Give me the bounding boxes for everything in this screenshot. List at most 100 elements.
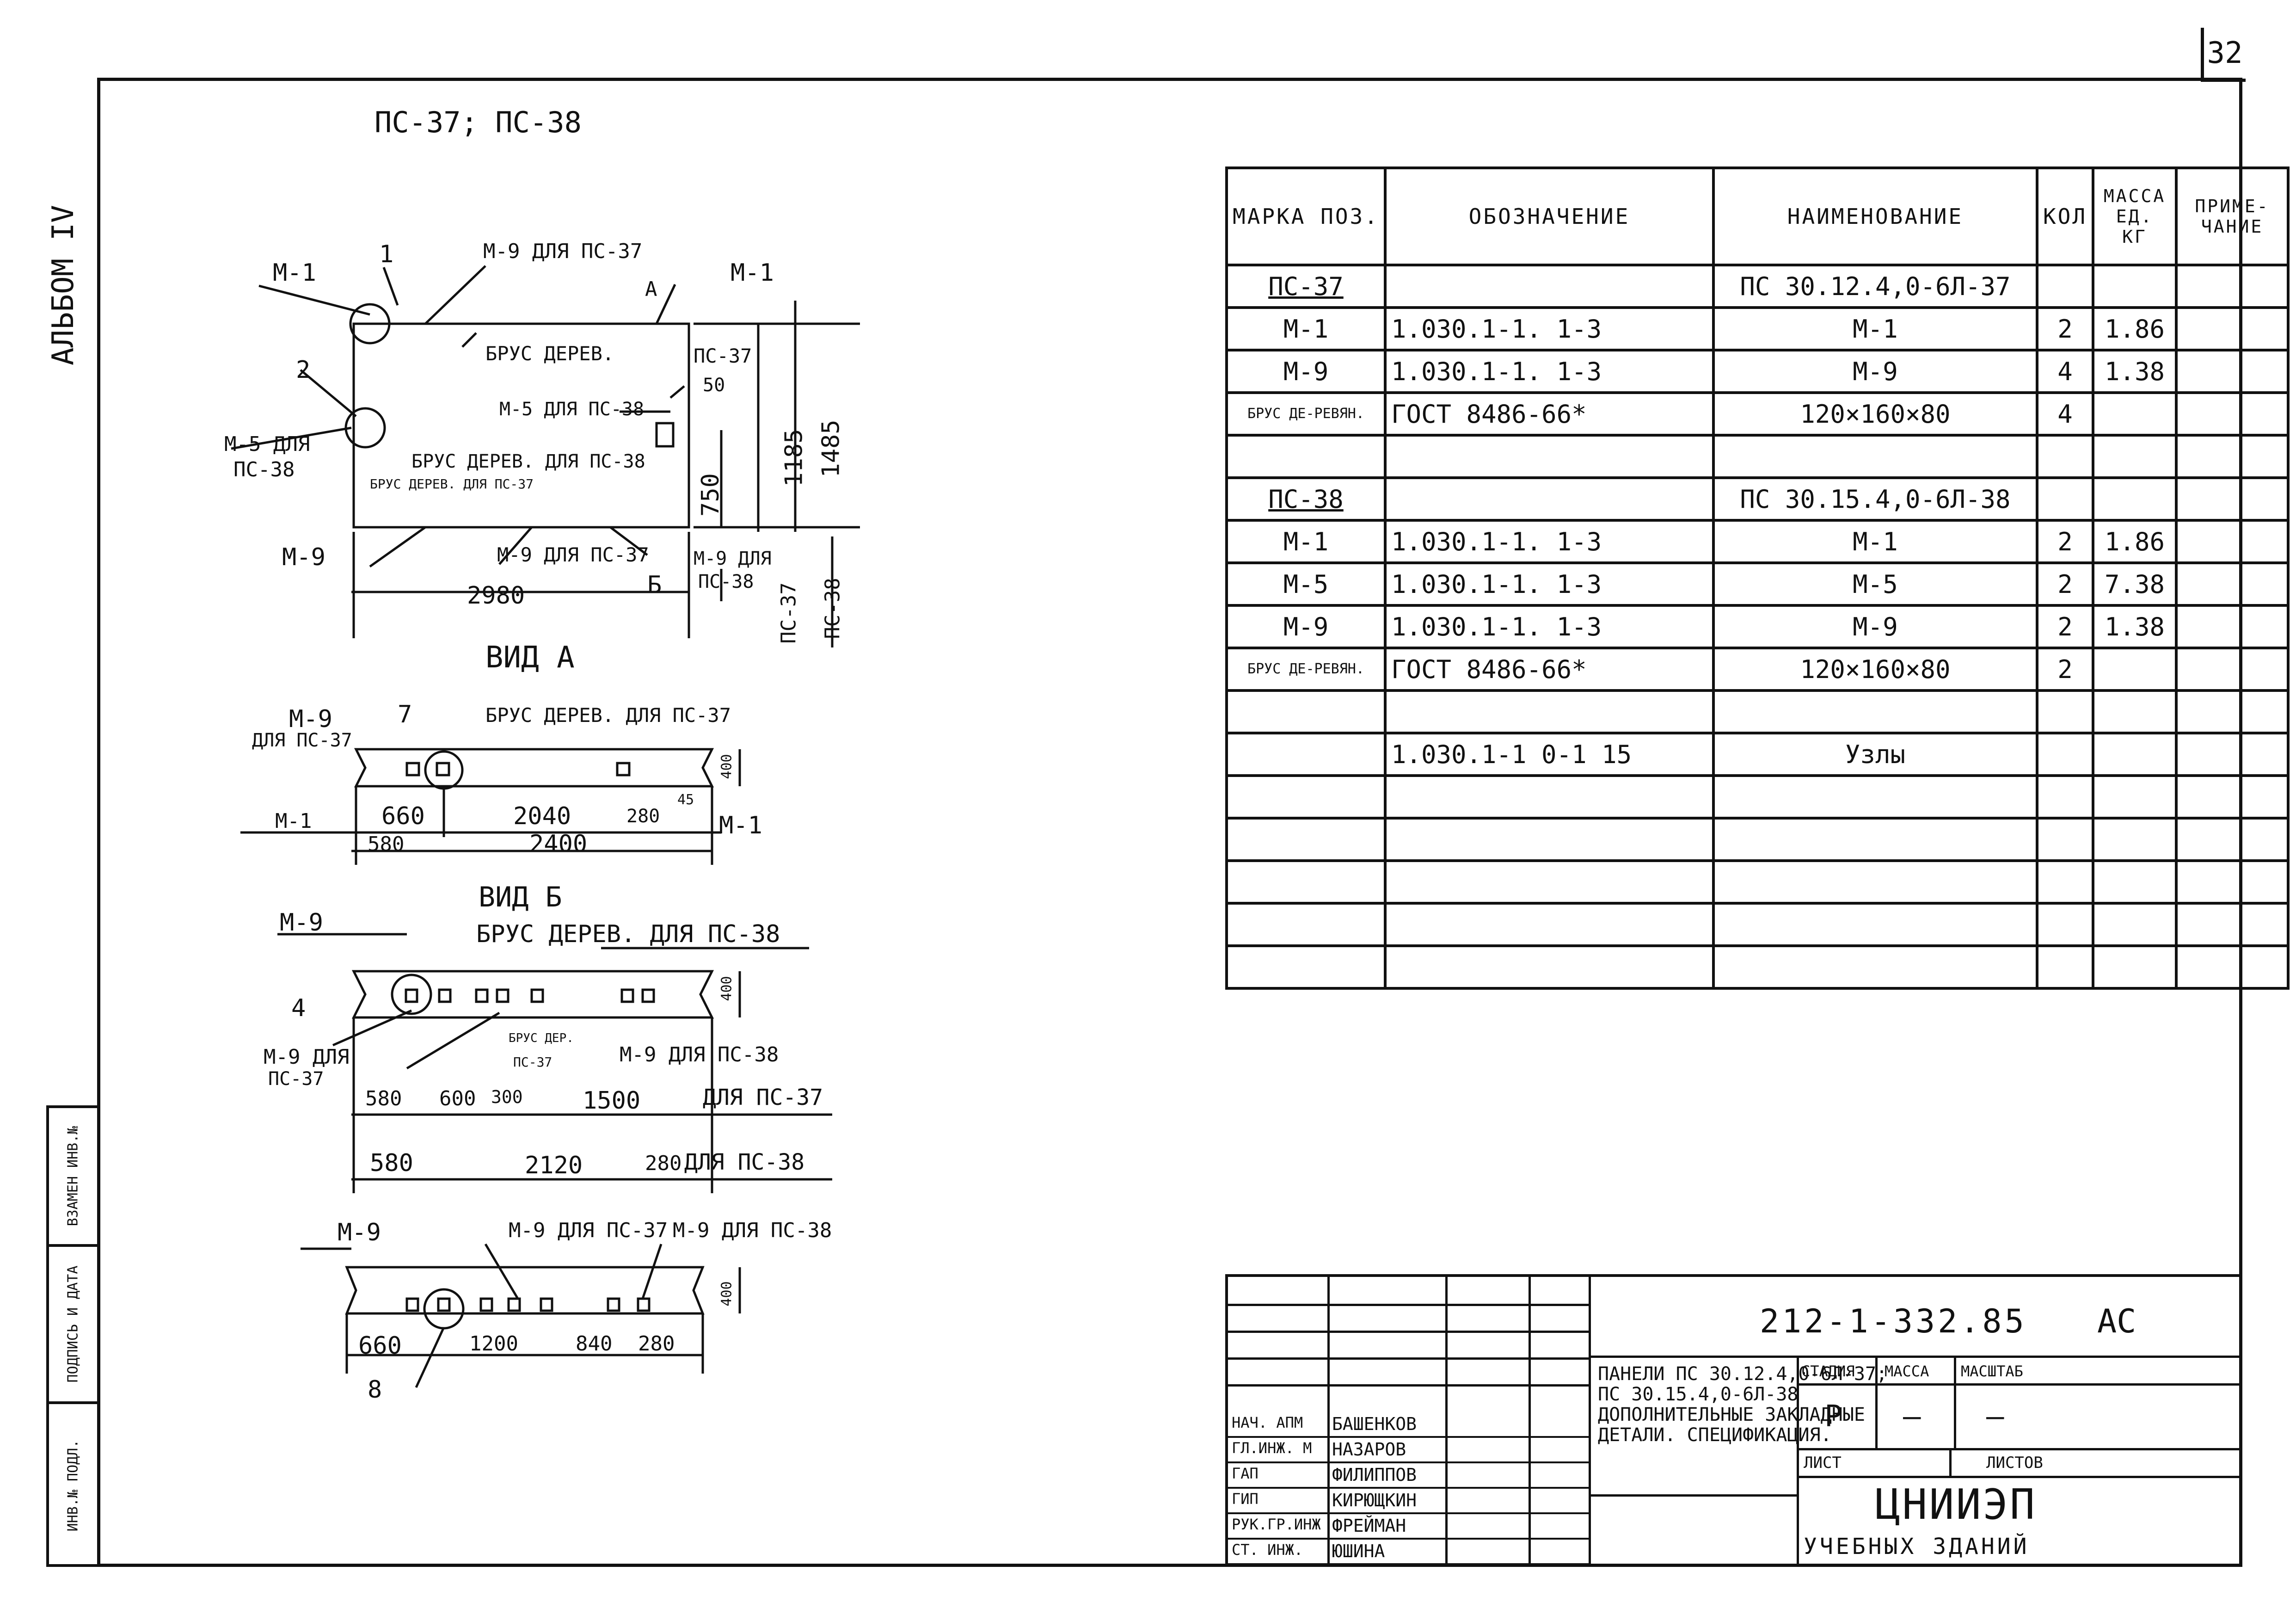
view-b-m9: М-9	[280, 909, 323, 937]
header-name: НАИМЕНОВАНИЕ	[1712, 166, 2038, 266]
label-brus-ps38: БРУС ДЕРЕВ. ДЛЯ ПС-38	[411, 451, 645, 472]
table-cell	[1225, 902, 1387, 947]
label-m9-dlya: М-9 ДЛЯ	[694, 548, 772, 569]
table-cell	[1225, 689, 1387, 734]
bottom-dim-280: 280	[638, 1332, 675, 1356]
label-m9-ps37: М-9 ДЛЯ ПС-37	[483, 240, 643, 263]
table-cell	[1712, 902, 2038, 947]
stage-header: СТАДИЯ	[1801, 1362, 1855, 1380]
table-cell: ПС-37	[1225, 264, 1387, 309]
view-a-dim-45: 45	[677, 792, 694, 808]
callout-circle-8	[423, 1288, 465, 1330]
callout-circle-1	[349, 303, 391, 345]
table-cell	[2092, 944, 2178, 990]
table-cell	[1712, 817, 2038, 862]
bottom-dim-1200: 1200	[469, 1332, 518, 1356]
callout-2: 2	[296, 356, 311, 384]
table-cell	[2035, 476, 2095, 522]
table-cell	[2092, 774, 2178, 820]
table-cell: М-1	[1225, 519, 1387, 564]
table-cell: М-9	[1225, 349, 1387, 394]
arrow-a-label: А	[645, 277, 657, 301]
specification-table: МАРКА ПОЗ. ОБОЗНАЧЕНИЕ НАИМЕНОВАНИЕ КОЛ …	[1225, 166, 2290, 990]
header-note: ПРИМЕ-ЧАНИЕ	[2175, 166, 2290, 266]
signature-role: РУК.ГР.ИНЖ	[1232, 1516, 1321, 1533]
panel-outline	[352, 322, 690, 529]
label-m9-left: М-9	[282, 543, 325, 571]
signature-row: СТ. ИНЖ.ЮШИНА	[1228, 1538, 1589, 1565]
callout-1: 1	[379, 240, 394, 268]
scale-value: —	[1986, 1399, 2004, 1434]
view-b-dim-300: 300	[491, 1087, 523, 1107]
bottom-m9-ps38: М-9 ДЛЯ ПС-38	[673, 1219, 832, 1242]
arrow-b-label: Б	[647, 571, 662, 599]
table-cell	[2175, 732, 2290, 777]
callout-4: 4	[291, 994, 306, 1022]
label-m1-left: М-1	[273, 259, 316, 287]
sheets-label: ЛИСТОВ	[1986, 1454, 2043, 1472]
scale-header: МАСШТАБ	[1961, 1362, 2023, 1380]
view-a-outline	[354, 748, 714, 788]
org-name: ЦНИИЭП	[1875, 1480, 2037, 1529]
table-cell: М-5	[1712, 561, 2038, 607]
view-a-dim-2400: 2400	[529, 830, 588, 858]
view-a-m1-left: М-1	[275, 809, 312, 833]
table-cell	[2175, 391, 2290, 437]
view-b-dim-280: 280	[645, 1152, 682, 1175]
dim-1185: 1185	[780, 429, 808, 487]
table-cell	[2175, 902, 2290, 947]
table-cell	[2175, 944, 2290, 990]
table-cell: ПС 30.12.4,0-6Л-37	[1712, 264, 2038, 309]
table-cell: ПС-38	[1225, 476, 1387, 522]
header-mark: МАРКА ПОЗ.	[1225, 166, 1387, 266]
table-cell: М-9	[1712, 604, 2038, 649]
view-b-brus-ps37-b: ПС-37	[513, 1054, 553, 1070]
table-cell	[2175, 306, 2290, 351]
table-cell	[2092, 689, 2178, 734]
table-cell: М-1	[1712, 519, 2038, 564]
callout-circle-4	[391, 974, 432, 1015]
table-cell	[1383, 859, 1715, 905]
table-cell	[2175, 349, 2290, 394]
view-b-dim-580a: 580	[365, 1087, 402, 1110]
table-cell	[2175, 774, 2290, 820]
table-row	[1225, 689, 2290, 734]
bottom-m9: М-9	[338, 1219, 381, 1246]
table-cell: 1.030.1-1 0-1 15	[1383, 732, 1715, 777]
table-row	[1225, 944, 2290, 990]
table-cell: 7.38	[2092, 561, 2178, 607]
header-designation: ОБОЗНАЧЕНИЕ	[1383, 166, 1715, 266]
signature-role: СТ. ИНЖ.	[1232, 1541, 1303, 1559]
table-cell	[1225, 859, 1387, 905]
table-cell	[2092, 732, 2178, 777]
table-cell: 1.86	[2092, 306, 2178, 351]
table-cell	[2175, 689, 2290, 734]
sheet-label: ЛИСТ	[1804, 1454, 1842, 1472]
dim-50: 50	[703, 375, 725, 396]
table-cell: ПС 30.15.4,0-6Л-38	[1712, 476, 2038, 522]
doc-description: ПАНЕЛИ ПС 30.12.4,0-6Л-37; ПС 30.15.4,0-…	[1598, 1363, 1888, 1446]
table-cell	[1383, 476, 1715, 522]
table-cell: 1.030.1-1. 1-3	[1383, 306, 1715, 351]
table-cell: 1.030.1-1. 1-3	[1383, 604, 1715, 649]
table-cell: 4	[2035, 349, 2095, 394]
view-b-title: ВИД Б	[479, 881, 562, 913]
view-a-dlya-ps37: ДЛЯ ПС-37	[252, 730, 352, 751]
table-cell	[1383, 774, 1715, 820]
view-b-dim-400: 400	[718, 976, 735, 1001]
table-cell	[2092, 859, 2178, 905]
vert-ps38: ПС-38	[821, 578, 845, 639]
table-cell	[2035, 817, 2095, 862]
bottom-dim-840: 840	[576, 1332, 613, 1356]
vert-ps37: ПС-37	[777, 582, 801, 644]
page-number: 32	[2201, 28, 2246, 82]
label-m5-left-b: ПС-38	[233, 458, 295, 481]
signature-role: ГАП	[1232, 1465, 1259, 1482]
table-cell	[2092, 264, 2178, 309]
mass-value: —	[1903, 1399, 1921, 1434]
view-b-dlya-ps37: ДЛЯ ПС-37	[703, 1085, 823, 1110]
